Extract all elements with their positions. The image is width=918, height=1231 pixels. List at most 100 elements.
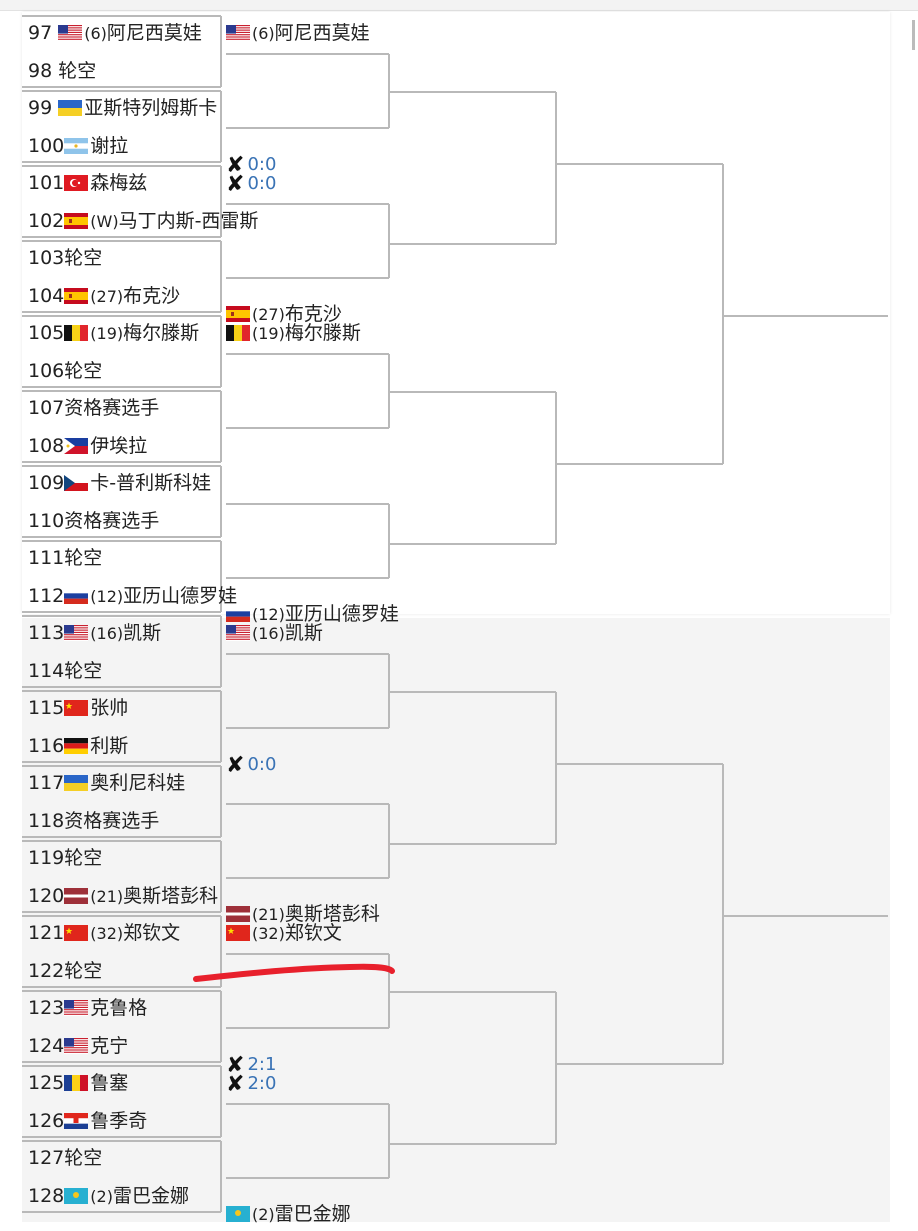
draw-position-number: 126 [28,1109,65,1132]
bracket-player-row[interactable]: (27)布克沙 [226,303,342,326]
flag-lv-icon [226,905,250,923]
bracket-player-row[interactable]: (2)雷巴金娜 [226,1203,351,1226]
crossed-rackets-icon: ✘ [226,1053,245,1079]
bracket-player-row[interactable]: 110资格赛选手 [28,510,159,532]
match-score-row[interactable]: ✘0:0 [226,153,276,177]
seed-label: (16) [90,624,124,643]
flag-es-icon [226,305,250,323]
bracket-player-row[interactable]: 120(21)奥斯塔彭科 [28,885,218,908]
bracket-player-row[interactable]: 122轮空 [28,960,102,982]
player-name: 雷巴金娜 [112,1184,189,1207]
player-name: 轮空 [64,1147,103,1169]
player-name: 轮空 [58,59,97,82]
bracket-player-row[interactable]: 100 谢拉 [28,135,128,157]
draw-position-number: 111 [28,547,65,569]
player-name: 轮空 [64,247,103,269]
bracket-player-row[interactable]: 113(16)凯斯 [28,622,161,645]
bracket-player-row[interactable]: 128(2)雷巴金娜 [28,1185,189,1208]
draw-position-number: 100 [28,134,65,157]
match-score-row[interactable]: ✘2:1 [226,1053,276,1079]
bracket-player-row[interactable]: 107资格赛选手 [28,397,159,419]
bracket-player-row[interactable]: (19)梅尔滕斯 [226,322,361,345]
seed-label: (2) [252,1205,275,1225]
player-name: 布克沙 [284,303,342,326]
player-name: 卡-普利斯科娃 [90,472,212,494]
seed-label: (6) [252,24,275,43]
seed-label: (21) [252,905,285,925]
flag-us-icon [226,624,250,641]
player-name: 布克沙 [123,284,181,307]
match-score-row[interactable]: ✘0:0 [226,172,277,196]
draw-position-number: 110 [28,509,65,532]
flag-us-icon [64,999,89,1016]
bracket-player-row[interactable]: 103轮空 [28,247,102,269]
draw-position-number: 112 [28,584,65,607]
player-name: 奥斯塔彭科 [284,903,380,926]
bracket-player-row[interactable]: (32)郑钦文 [226,922,342,945]
bracket-player-row[interactable]: 121(32)郑钦文 [28,922,180,945]
player-name: 轮空 [64,359,103,382]
draw-position-number: 128 [28,1184,65,1207]
player-name: 凯斯 [284,622,323,644]
flag-be-icon [226,324,250,341]
player-name: 张帅 [90,697,129,719]
flag-ua-icon [64,774,89,791]
bracket-player-row[interactable]: 119轮空 [28,847,102,869]
bracket-player-row[interactable]: 106轮空 [28,360,102,382]
player-name: 利斯 [90,734,129,757]
bracket-player-row[interactable]: (16)凯斯 [226,622,323,645]
bracket-player-row[interactable]: 114轮空 [28,660,102,682]
draw-position-number: 119 [28,847,65,869]
scrollbar[interactable] [912,20,915,50]
draw-position-number: 122 [28,959,65,982]
bracket-player-row[interactable]: 112(12)亚历山德罗娃 [28,585,237,608]
bracket-player-row[interactable]: (6)阿尼西莫娃 [226,22,370,45]
player-name: 马丁内斯-西雷斯 [118,209,259,232]
bracket-player-row[interactable]: 111轮空 [28,547,102,569]
player-name: 郑钦文 [284,922,342,944]
bracket-player-row[interactable]: 102(W)马丁内斯-西雷斯 [28,210,258,233]
bracket-player-row[interactable]: 127轮空 [28,1147,102,1169]
seed-label: (32) [252,924,285,943]
draw-position-number: 118 [28,809,65,832]
player-name: 克宁 [90,1034,129,1057]
flag-us-icon [226,24,250,41]
seed-label: (19) [90,324,124,343]
bracket-player-row[interactable]: 105(19)梅尔滕斯 [28,322,199,345]
bracket-player-row[interactable]: (12)亚历山德罗娃 [226,603,399,626]
player-name: 轮空 [64,547,103,569]
flag-kz-icon [64,1187,89,1204]
seed-label: (12) [90,586,124,606]
flag-kz-icon [226,1205,250,1223]
bracket-player-row[interactable]: 98 轮空 [28,60,96,82]
bracket-player-row[interactable]: 99 亚斯特列姆斯卡 [28,97,217,119]
player-name: 谢拉 [90,134,129,157]
player-name: 资格赛选手 [64,509,160,532]
draw-position-number: 116 [28,734,65,757]
draw-position-number: 105 [28,322,65,344]
player-name: 凯斯 [123,622,162,644]
player-name: 克鲁格 [90,997,148,1019]
match-score-row[interactable]: ✘0:0 [226,753,276,777]
bracket-player-row[interactable]: (21)奥斯塔彭科 [226,903,380,926]
player-name: 轮空 [64,847,103,869]
bracket-player-row[interactable]: 104(27)布克沙 [28,285,180,308]
bracket-player-row[interactable]: 97 (6)阿尼西莫娃 [28,22,202,45]
flag-lv-icon [64,887,89,904]
bracket-player-row[interactable]: 116 利斯 [28,735,128,757]
player-name: 奥利尼科娃 [90,772,186,794]
bracket-section-bottom [22,618,890,1222]
match-score: 0:0 [247,173,277,194]
match-score-row[interactable]: ✘2:0 [226,1072,276,1096]
flag-ru-icon [226,605,250,623]
bracket-player-row[interactable]: 118资格赛选手 [28,810,159,832]
